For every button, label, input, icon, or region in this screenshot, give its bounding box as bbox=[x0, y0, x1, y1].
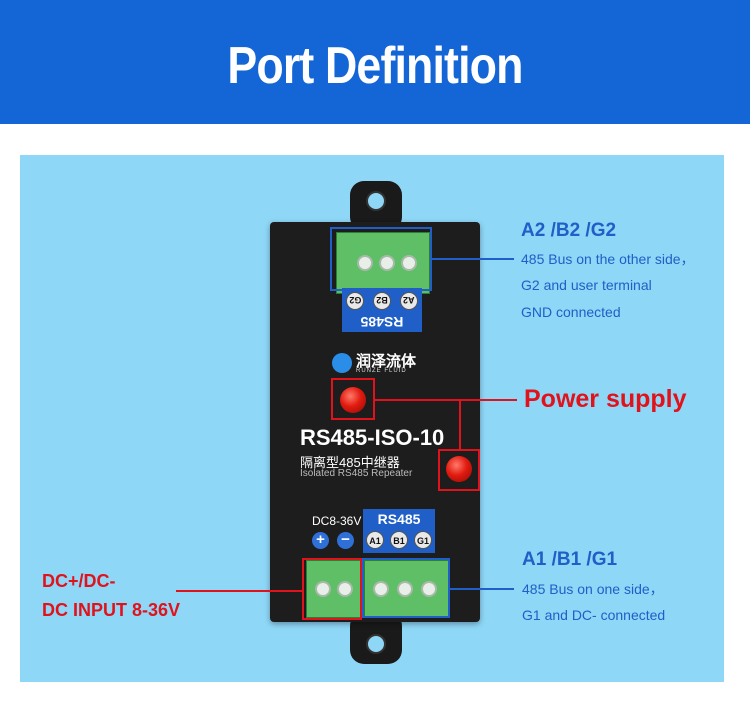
screw-icon bbox=[421, 581, 437, 597]
screw-icon bbox=[379, 255, 395, 271]
model-name-cn: 隔离型485中继器 bbox=[300, 455, 400, 470]
dc-plus-icon: + bbox=[312, 532, 329, 549]
status-led-icon bbox=[446, 456, 472, 482]
dc-annotation-line-2: DC INPUT 8-36V bbox=[42, 600, 181, 620]
pin-g2-label: G2 bbox=[346, 292, 365, 310]
bottom-pin-labels: A1 B1 G1 bbox=[363, 531, 435, 549]
screw-icon bbox=[357, 255, 373, 271]
mounting-hole-icon bbox=[366, 634, 386, 654]
pin-a2-label: A2 bbox=[399, 292, 418, 310]
dc-callout-line bbox=[176, 590, 302, 592]
top-terminal-highlight bbox=[330, 227, 432, 291]
top-port-label: RS485 bbox=[360, 314, 404, 330]
top-annotation-line-2: G2 and user terminal bbox=[521, 277, 652, 293]
bottom-port-label-group: RS485 A1 B1 G1 bbox=[363, 509, 435, 553]
brand-name-en: RUNZE FLUID bbox=[356, 368, 407, 374]
mounting-hole-icon bbox=[366, 191, 386, 211]
top-pin-labels: A2 B2 G2 bbox=[342, 292, 422, 310]
bottom-port-label: RS485 bbox=[377, 511, 421, 527]
top-annotation-line-3: GND connected bbox=[521, 304, 621, 320]
bottom-terminal-highlight bbox=[362, 558, 450, 618]
top-annotation-line-1: 485 Bus on the other side， bbox=[521, 251, 695, 267]
bottom-annotation-line-2: G1 and DC- connected bbox=[522, 607, 666, 623]
pin-g1-label: G1 bbox=[414, 531, 432, 549]
screw-icon bbox=[337, 581, 353, 597]
pin-b2-label: B2 bbox=[373, 292, 392, 310]
power-led-highlight bbox=[331, 378, 375, 420]
dc-terminal-block bbox=[306, 560, 362, 618]
brand-logo-icon bbox=[332, 353, 352, 373]
page-title: Port Definition bbox=[227, 37, 523, 95]
screw-icon bbox=[397, 581, 413, 597]
screw-icon bbox=[401, 255, 417, 271]
brand-logo: 润泽流体 RUNZE FLUID bbox=[332, 350, 442, 378]
status-led-highlight bbox=[438, 449, 480, 491]
power-callout-drop bbox=[459, 399, 461, 449]
bottom-annotation-title: A1 /B1 /G1 bbox=[522, 549, 618, 570]
top-annotation-title: A2 /B2 /G2 bbox=[521, 220, 617, 241]
model-name-en: Isolated RS485 Repeater bbox=[300, 468, 413, 479]
dc-annotation-line-1: DC+/DC- bbox=[42, 571, 116, 591]
screw-icon bbox=[373, 581, 389, 597]
pin-a1-label: A1 bbox=[366, 531, 384, 549]
pin-b1-label: B1 bbox=[390, 531, 408, 549]
bottom-annotation-line-1: 485 Bus on one side， bbox=[522, 581, 664, 597]
top-port-label-group: RS485 A2 B2 G2 bbox=[342, 288, 422, 332]
power-supply-label: Power supply bbox=[524, 385, 687, 413]
power-led-icon bbox=[340, 387, 366, 413]
power-callout-line bbox=[375, 399, 517, 401]
header-banner: Port Definition bbox=[0, 0, 750, 124]
screw-icon bbox=[315, 581, 331, 597]
dc-terminal-highlight bbox=[302, 558, 362, 620]
dc-range-label: DC8-36V bbox=[312, 514, 362, 528]
top-callout-line bbox=[432, 258, 514, 260]
brand-name-cn: 润泽流体 bbox=[356, 353, 417, 370]
model-name: RS485-ISO-10 bbox=[300, 425, 445, 450]
dc-minus-icon: − bbox=[337, 532, 354, 549]
bottom-callout-line bbox=[450, 588, 514, 590]
